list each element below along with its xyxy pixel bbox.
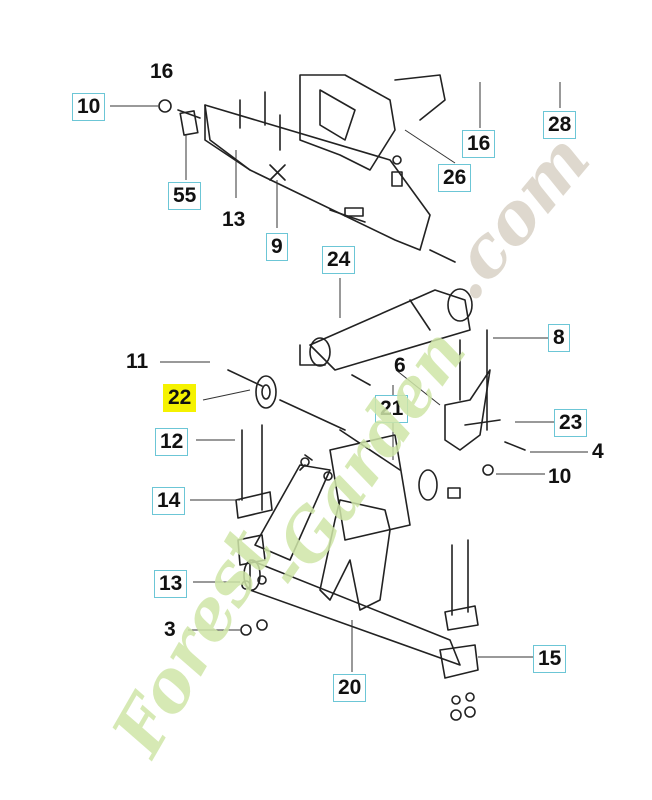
callout-21: 21 [375,395,409,423]
callout-15: 15 [533,645,567,673]
callout-28: 28 [543,111,577,139]
main-a-frame [254,464,331,561]
callout-55: 55 [168,182,202,210]
frame-upright [299,74,396,171]
frame-crossmember [204,104,431,251]
callout-13-top: 13 [222,208,246,231]
callout-4: 4 [592,440,604,463]
callout-16: 16 [462,130,496,158]
callout-20: 20 [333,674,367,702]
callout-6: 6 [394,354,406,377]
callout-16-top: 16 [150,60,174,83]
roller-22 [255,375,277,409]
callout-13: 13 [154,570,188,598]
callout-23: 23 [554,409,588,437]
callout-22-highlighted: 22 [163,384,197,412]
callout-26: 26 [438,164,472,192]
callout-9: 9 [266,233,288,261]
callout-14: 14 [152,487,186,515]
pivot-tube [309,289,471,371]
callout-10-top: 10 [72,93,106,121]
lower-tube [249,559,461,666]
callout-24: 24 [322,246,356,274]
callout-8: 8 [548,324,570,352]
callout-11: 11 [126,350,149,373]
callout-3: 3 [164,618,176,641]
callout-12: 12 [155,428,189,456]
roller-right [418,469,438,501]
bracket [444,369,491,451]
callout-10: 10 [548,465,572,488]
